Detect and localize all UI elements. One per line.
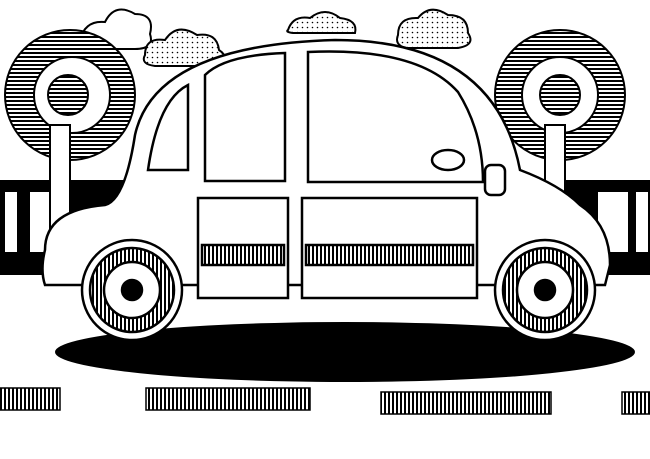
car-shadow [55,322,635,382]
headlight [483,163,507,197]
road-dash [145,387,311,411]
wheel-rear [80,238,184,342]
road-dash [0,387,61,411]
road-dash [380,391,552,415]
tree-left [4,29,136,231]
tree-right [494,29,626,201]
window-front [306,50,485,184]
window-rear [146,82,190,172]
road-markings [0,387,650,415]
cloud [286,11,357,34]
wheel-front [493,238,597,342]
cloud [142,28,226,67]
door-pattern-band [200,243,286,267]
cloud [396,8,472,49]
steering-wheel [430,148,466,172]
window-middle [203,51,287,183]
car [41,38,612,300]
door-pattern-band [304,243,475,267]
road-dash [621,391,650,415]
